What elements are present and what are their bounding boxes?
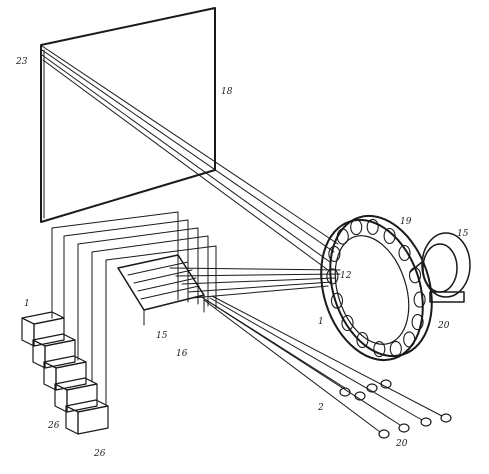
lamp-box-front xyxy=(33,317,65,347)
label-screen: 18 xyxy=(221,87,233,97)
wheel-mirror-facet xyxy=(389,340,402,357)
lamp-box-front xyxy=(66,383,98,413)
photo-cell xyxy=(440,413,452,423)
label-motor: 15 xyxy=(457,229,469,239)
motor xyxy=(409,232,471,303)
label-cells-bottom: 26 xyxy=(94,449,106,459)
photo-cell xyxy=(380,379,392,389)
wheel-mirror-facet xyxy=(330,292,344,309)
lamp-box-side xyxy=(21,317,35,347)
label-wheel-left: 1 xyxy=(318,317,324,327)
photo-cell xyxy=(339,387,351,397)
wheel-mirror-facet xyxy=(398,244,411,262)
wheel-mirror-facet xyxy=(373,341,386,358)
label-mirror-block-b: 16 xyxy=(176,349,188,359)
label-wheel-top: 19 xyxy=(400,217,412,227)
photo-cell xyxy=(354,391,366,401)
wiring xyxy=(51,211,217,405)
label-wheel-center: 12 xyxy=(340,271,352,281)
label-mirror-block-a: 15 xyxy=(156,331,168,341)
wheel-mirror-facet xyxy=(341,314,354,332)
light-rays xyxy=(169,267,443,433)
wheel-mirror-facet xyxy=(403,331,416,348)
mirror-array xyxy=(117,254,205,326)
wheel-mirror-facet xyxy=(350,219,363,236)
photo-cells xyxy=(339,379,452,439)
wheel-mirror-facet xyxy=(366,218,379,235)
projection-screen xyxy=(40,7,216,223)
label-cells-mid: 26 xyxy=(48,421,60,431)
label-cells-top: 1 xyxy=(24,299,30,309)
label-wheel-bottom: 20 xyxy=(438,321,450,331)
lamp-boxes xyxy=(21,311,109,435)
photo-cell xyxy=(378,429,390,439)
label-lamps-bottom: 20 xyxy=(396,439,408,449)
wheel-mirror-facet xyxy=(336,228,349,245)
wheel-mirror-facet xyxy=(328,245,341,262)
lamp-box-front xyxy=(77,405,109,435)
wheel-mirror-facet xyxy=(326,268,339,285)
lamp-box-front xyxy=(44,339,76,369)
wheel-mirror-facet xyxy=(356,331,369,349)
light-beam xyxy=(41,45,339,271)
lamp-box-front xyxy=(55,361,87,391)
photo-cell xyxy=(398,423,410,433)
photo-cell xyxy=(420,417,432,427)
photo-cell xyxy=(366,383,378,393)
mirror-wheel xyxy=(320,214,433,362)
label-lamps-top: 2 xyxy=(318,403,324,413)
wheel-mirror-facets xyxy=(326,218,426,358)
wheel-mirror-facet xyxy=(413,291,426,308)
wheel-mirror-facet xyxy=(383,227,396,245)
wheel-mirror-facet xyxy=(411,314,424,331)
label-screen-corner: 23 xyxy=(16,57,28,67)
